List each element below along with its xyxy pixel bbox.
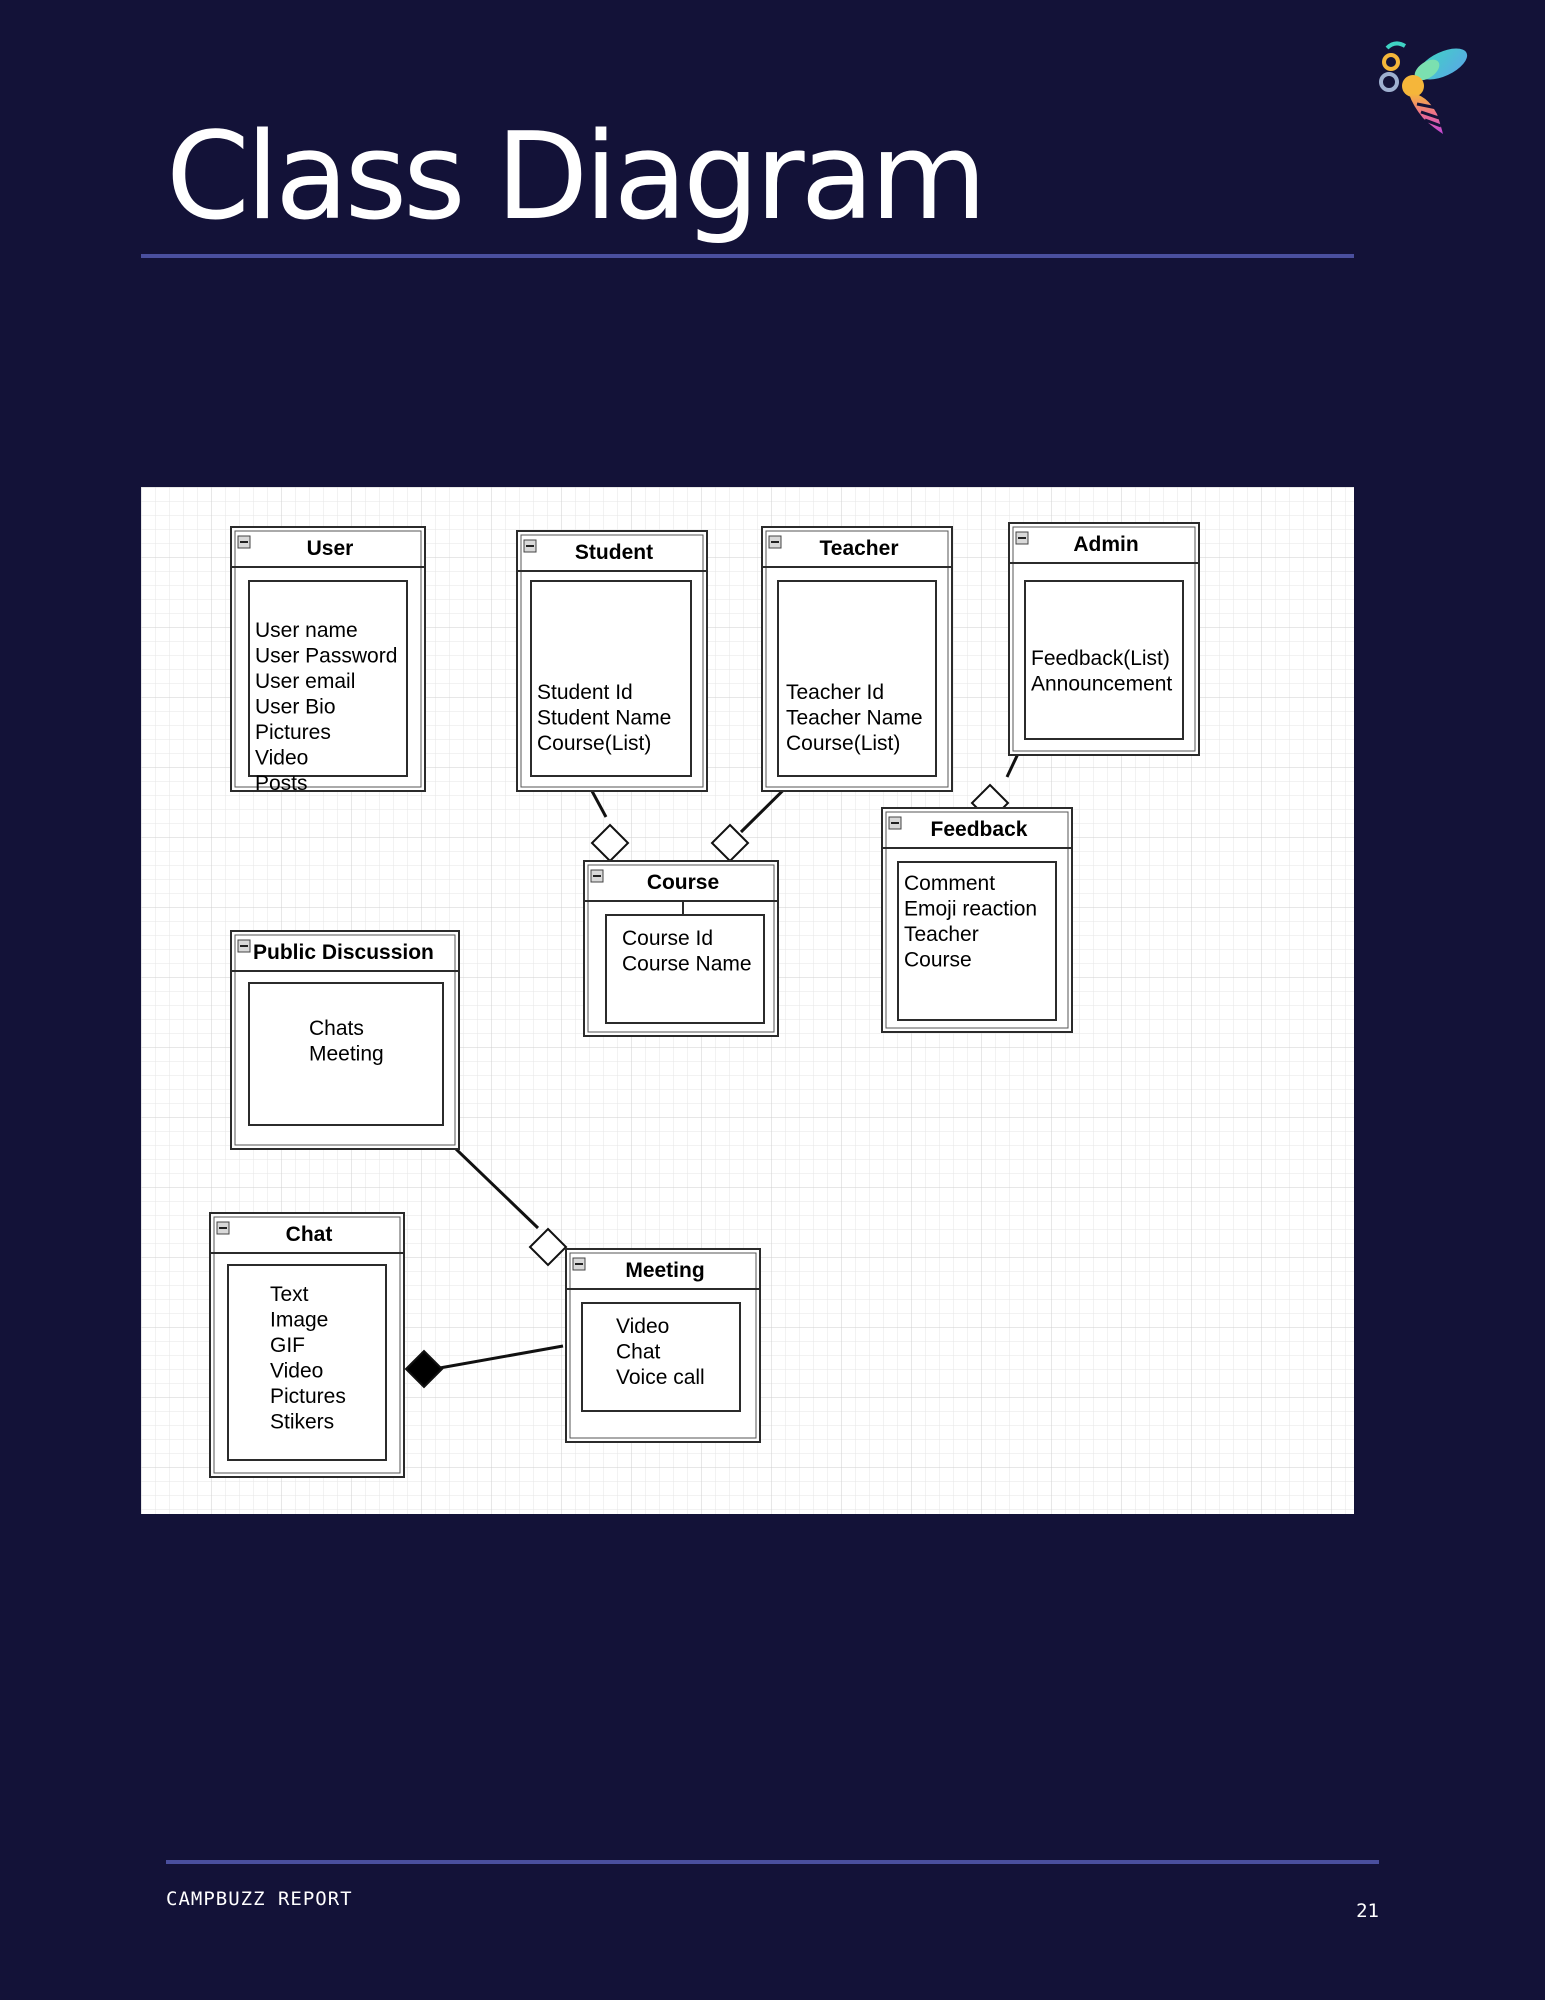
page-title: Class Diagram bbox=[166, 108, 987, 247]
class-frame-inner bbox=[569, 1252, 757, 1439]
class-frame-inner bbox=[885, 811, 1069, 1029]
attribute-text: GIF bbox=[270, 1334, 305, 1357]
class-title: Public Discussion bbox=[253, 941, 434, 964]
aggregation-diamond bbox=[528, 1227, 568, 1267]
attribute-text: Chats bbox=[309, 1017, 364, 1040]
attribute-box bbox=[581, 1302, 741, 1412]
attribute-box bbox=[897, 861, 1057, 1021]
class-title: Student bbox=[575, 541, 653, 564]
attribute-box bbox=[248, 982, 444, 1126]
attribute-text: Teacher Id bbox=[786, 681, 884, 704]
collapse-icon[interactable] bbox=[590, 869, 604, 883]
class-frame-inner bbox=[234, 530, 422, 788]
attribute-text: Teacher bbox=[904, 923, 979, 946]
class-frame-inner bbox=[587, 864, 775, 1033]
collapse-icon[interactable] bbox=[572, 1257, 586, 1271]
attribute-text: Video bbox=[255, 747, 308, 770]
attribute-box bbox=[530, 580, 692, 777]
title-divider bbox=[141, 254, 1354, 258]
attribute-box bbox=[1024, 580, 1184, 740]
class-title: Chat bbox=[286, 1223, 333, 1246]
class-title: Admin bbox=[1073, 533, 1138, 556]
attribute-text: Course bbox=[904, 949, 972, 972]
attribute-text: Course(List) bbox=[537, 732, 651, 755]
class-frame-inner bbox=[765, 530, 949, 788]
collapse-icon[interactable] bbox=[1015, 531, 1029, 545]
relation-meeting-chat bbox=[404, 1344, 564, 1389]
attribute-text: Pictures bbox=[255, 721, 331, 744]
attribute-text: Student Name bbox=[537, 707, 671, 730]
collapse-icon[interactable] bbox=[216, 1221, 230, 1235]
class-title: User bbox=[307, 537, 354, 560]
attribute-text: Course(List) bbox=[786, 732, 900, 755]
class-frame-inner bbox=[234, 934, 456, 1146]
attribute-text: Emoji reaction bbox=[904, 898, 1037, 921]
collapse-icon[interactable] bbox=[888, 816, 902, 830]
attribute-box bbox=[227, 1264, 387, 1461]
collapse-icon[interactable] bbox=[768, 535, 782, 549]
footer-divider bbox=[166, 1860, 1379, 1864]
attribute-text: User Bio bbox=[255, 696, 336, 719]
attribute-text: User email bbox=[255, 670, 355, 693]
class-title: Course bbox=[647, 871, 719, 894]
footer-label: CAMPBUZZ REPORT bbox=[166, 1888, 353, 1910]
attribute-text: User Password bbox=[255, 645, 397, 668]
class-frame-inner bbox=[520, 534, 704, 788]
class-title: Meeting bbox=[625, 1259, 704, 1282]
relation-line bbox=[433, 1344, 564, 1371]
attribute-text: Teacher Name bbox=[786, 707, 923, 730]
attribute-text: Video bbox=[270, 1360, 323, 1383]
attribute-text: Announcement bbox=[1031, 673, 1172, 696]
collapse-icon[interactable] bbox=[523, 539, 537, 553]
attribute-box bbox=[248, 580, 408, 777]
attribute-text: Video bbox=[616, 1315, 669, 1338]
attribute-box bbox=[605, 914, 765, 1024]
class-title: Teacher bbox=[820, 537, 899, 560]
attribute-text: Student Id bbox=[537, 681, 633, 704]
attribute-text: Pictures bbox=[270, 1385, 346, 1408]
class-frame-inner bbox=[213, 1216, 401, 1474]
attribute-text: Chat bbox=[616, 1341, 661, 1364]
attribute-text: User name bbox=[255, 619, 358, 642]
attribute-text: Posts bbox=[255, 772, 308, 795]
attribute-text: Feedback(List) bbox=[1031, 647, 1170, 670]
attribute-text: Course Id bbox=[622, 927, 713, 950]
attribute-text: Course Name bbox=[622, 953, 752, 976]
attribute-text: Image bbox=[270, 1309, 328, 1332]
class-frame-inner bbox=[1012, 526, 1196, 752]
page-number: 21 bbox=[1356, 1900, 1379, 1922]
attribute-text: Text bbox=[270, 1283, 309, 1306]
attribute-text: Voice call bbox=[616, 1366, 705, 1389]
collapse-icon[interactable] bbox=[237, 535, 251, 549]
attribute-text: Stikers bbox=[270, 1411, 334, 1434]
attribute-box bbox=[777, 580, 937, 777]
collapse-icon[interactable] bbox=[237, 939, 251, 953]
attribute-text: Comment bbox=[904, 872, 995, 895]
bee-logo-icon bbox=[1365, 34, 1475, 144]
class-title: Feedback bbox=[931, 818, 1028, 841]
attribute-text: Meeting bbox=[309, 1043, 384, 1066]
composition-diamond bbox=[404, 1349, 444, 1389]
